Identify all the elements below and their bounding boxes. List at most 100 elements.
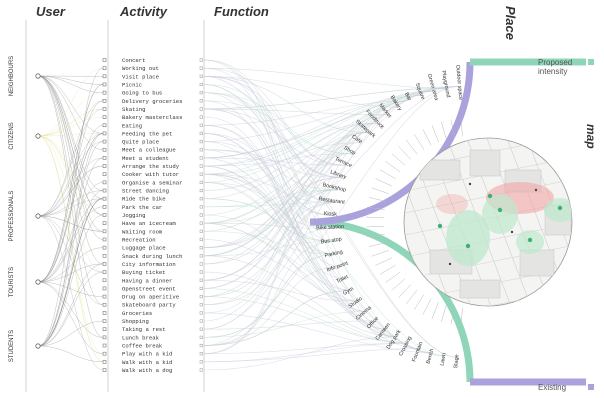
activity-label: Waiting room <box>122 228 163 235</box>
activity-label: Meet a student <box>122 155 169 162</box>
activity-place-link <box>203 90 433 297</box>
activity-out-node <box>199 156 203 160</box>
activity-place-link <box>203 132 368 257</box>
activity-node <box>102 164 107 168</box>
activity-node <box>102 221 107 225</box>
activity-label: Working out <box>122 65 159 72</box>
activity-place-link <box>203 149 342 178</box>
activity-node <box>102 58 107 62</box>
street <box>404 138 461 306</box>
user-link <box>37 108 104 137</box>
place-tick <box>385 161 401 173</box>
activity-label: Coffee break <box>122 343 163 350</box>
user-link <box>37 215 104 371</box>
activity-out-node <box>199 99 203 103</box>
place-label: Cinema <box>355 305 373 322</box>
user-link <box>37 92 104 137</box>
activity-label: Feeding the pet <box>122 130 172 137</box>
activity-node <box>102 131 107 136</box>
place-tick <box>441 121 447 140</box>
user-link <box>37 75 104 265</box>
place-tick <box>375 257 392 266</box>
activity-label: Organise a seminar <box>122 179 182 186</box>
activity-label: Concert <box>122 57 146 64</box>
user-link <box>37 75 104 134</box>
activity-out-node <box>199 148 203 152</box>
user-link <box>37 75 104 338</box>
activity-node <box>102 147 107 152</box>
building-block <box>419 159 461 181</box>
user-label: NEIGHBOURS <box>9 56 15 96</box>
activity-out-node <box>199 327 203 331</box>
user-link <box>37 133 104 137</box>
place-label: Bike station <box>316 224 344 231</box>
activity-label: Picnic <box>122 81 142 88</box>
place-label: Bus stop <box>320 237 342 246</box>
intensity-blob <box>436 194 468 214</box>
place-label: Parking <box>324 249 343 259</box>
place-tick <box>431 125 439 143</box>
activity-label: Having a dinner <box>122 277 172 284</box>
user-link <box>37 135 104 216</box>
activity-place-link <box>203 312 433 354</box>
activity-out-node <box>199 246 203 250</box>
place-tick <box>366 225 385 228</box>
activity-out-node <box>199 197 203 201</box>
activity-label: Jogging <box>122 212 146 219</box>
activity-label: Arrange the study <box>122 163 180 170</box>
activity-place-link <box>203 108 347 166</box>
activity-place-link <box>203 173 336 203</box>
place-label: Outdoor space <box>454 65 463 101</box>
activity-out-node <box>199 286 203 290</box>
point-marker <box>448 262 452 266</box>
activity-out-node <box>199 164 203 168</box>
activity-place-link <box>203 86 459 281</box>
activity-label: Street dancing <box>122 188 169 195</box>
user-label: CITIZENS <box>9 122 15 149</box>
activity-label: Walk with a kid <box>122 359 172 366</box>
activity-place-link <box>203 182 335 229</box>
activity-place-link <box>203 342 409 354</box>
place-tick <box>398 146 412 160</box>
activity-node <box>102 319 107 323</box>
user-link <box>37 263 104 347</box>
street <box>404 241 572 283</box>
activity-node <box>102 286 107 291</box>
activity-place-link <box>203 176 342 354</box>
place-tick <box>367 234 385 238</box>
place-tick <box>414 134 425 150</box>
activity-node <box>102 229 107 234</box>
user-link <box>37 281 104 338</box>
user-link <box>37 100 104 217</box>
activity-out-node <box>199 172 203 176</box>
activity-out-node <box>199 229 203 233</box>
place-label: Library <box>329 170 347 181</box>
place-tick <box>422 298 432 315</box>
activity-out-node <box>199 262 203 266</box>
activity-place-link <box>203 122 377 167</box>
activity-node <box>102 343 107 348</box>
activity-out-node <box>199 319 203 323</box>
activity-place-link <box>203 92 336 203</box>
place-tick <box>379 169 396 180</box>
activity-out-node <box>199 115 203 119</box>
user-link <box>37 67 104 347</box>
user-link <box>37 198 104 347</box>
place-tick <box>371 250 389 257</box>
activity-node <box>102 311 107 315</box>
place-label: Info point <box>326 260 349 273</box>
user-link <box>37 100 104 283</box>
activity-place-link <box>203 116 353 291</box>
activity-out-node <box>199 66 203 70</box>
activity-place-link <box>203 76 342 178</box>
activity-label: Skating <box>122 106 146 113</box>
activity-out-node <box>199 205 203 209</box>
activity-label: Park the car <box>122 204 162 211</box>
activity-label: Have an icecream <box>122 220 176 227</box>
user-label: PROFESSIONALS <box>9 191 15 242</box>
user-link <box>37 135 104 216</box>
user-link <box>37 108 104 137</box>
activity-node <box>102 139 107 144</box>
activity-marker <box>557 205 563 211</box>
